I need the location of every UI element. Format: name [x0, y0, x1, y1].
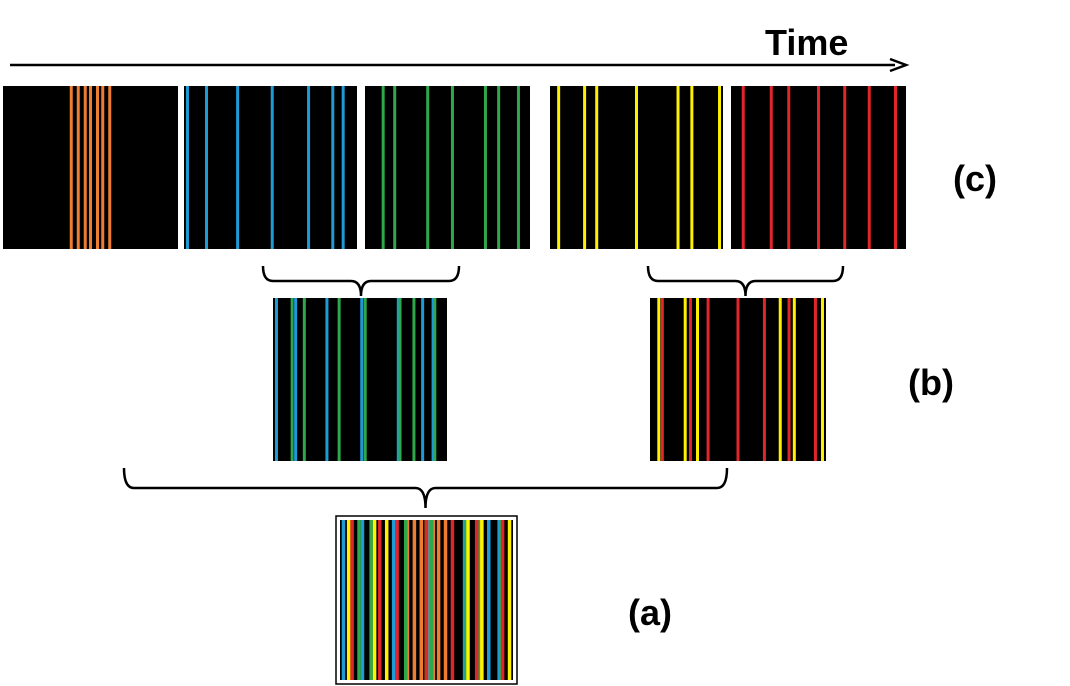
event-line-red: [762, 298, 766, 461]
event-line-red: [378, 520, 382, 680]
event-line-yellow: [583, 86, 587, 249]
panel-c-green: [365, 86, 530, 249]
event-line-orange: [412, 520, 417, 680]
event-line-red: [424, 520, 429, 680]
event-line-blue: [236, 86, 240, 249]
event-line-yellow: [657, 298, 661, 461]
panel-c-blue: [184, 86, 357, 249]
event-line-blue: [307, 86, 311, 249]
event-line-orange: [69, 86, 73, 249]
event-line-green: [398, 298, 402, 461]
event-line-red: [843, 86, 847, 249]
event-line-green: [483, 86, 487, 249]
event-line-blue: [360, 520, 365, 680]
event-line-blue: [421, 298, 425, 461]
event-line-green: [516, 86, 520, 249]
event-line-green: [426, 86, 430, 249]
event-line-red: [500, 520, 505, 680]
event-line-yellow: [792, 298, 796, 461]
event-line-red: [769, 86, 773, 249]
event-line-blue: [270, 86, 274, 249]
event-line-orange: [101, 86, 105, 249]
event-line-blue: [274, 298, 278, 461]
brace-blue-green: [261, 265, 461, 297]
event-line-yellow: [690, 86, 694, 249]
event-line-blue: [341, 520, 346, 680]
event-line-green: [357, 520, 361, 680]
event-line-yellow: [557, 86, 561, 249]
event-line-orange: [83, 86, 87, 249]
event-line-blue: [391, 520, 396, 680]
event-line-orange: [419, 520, 424, 680]
event-line-red: [741, 86, 745, 249]
event-line-yellow: [683, 298, 687, 461]
event-line-yellow: [480, 520, 484, 680]
event-line-yellow: [346, 520, 351, 680]
event-line-yellow: [466, 520, 470, 680]
event-line-blue: [341, 86, 345, 249]
event-line-blue: [204, 86, 208, 249]
event-line-yellow: [595, 86, 599, 249]
event-line-red: [817, 86, 820, 249]
label-b: (b): [908, 362, 954, 403]
event-line-yellow: [778, 298, 782, 461]
event-line-red: [395, 520, 399, 680]
event-line-blue: [396, 298, 400, 461]
event-line-red: [736, 298, 740, 461]
event-line-green: [363, 298, 367, 461]
event-line-blue: [487, 520, 491, 680]
event-line-yellow: [820, 298, 824, 461]
event-line-red: [787, 298, 791, 461]
event-line-red: [660, 298, 664, 461]
time-arrow-head: [889, 57, 910, 73]
event-line-yellow: [507, 520, 512, 680]
event-line-orange: [76, 86, 80, 249]
brace-yellow-red: [646, 265, 845, 297]
event-line-red: [450, 520, 455, 680]
event-line-yellow: [676, 86, 680, 249]
time-label: Time: [765, 22, 849, 63]
panel-b-1: [273, 298, 447, 461]
event-line-orange: [108, 86, 112, 249]
event-line-green: [290, 298, 294, 461]
event-line-yellow: [372, 520, 377, 680]
event-line-orange: [96, 86, 99, 249]
event-line-red: [787, 86, 791, 249]
label-a: (a): [628, 592, 672, 633]
event-line-blue: [360, 298, 364, 461]
event-line-green: [433, 298, 437, 461]
event-line-green: [337, 298, 341, 461]
event-line-red: [894, 86, 897, 249]
event-line-red: [474, 520, 479, 680]
event-line-green: [497, 86, 501, 249]
event-line-green: [403, 520, 408, 680]
event-line-green: [302, 298, 306, 461]
event-line-green: [381, 86, 385, 249]
event-line-yellow: [635, 86, 638, 249]
event-line-red: [350, 520, 354, 680]
event-line-red: [688, 298, 692, 461]
event-line-orange: [89, 86, 92, 249]
event-line-green: [412, 298, 416, 461]
event-line-red: [813, 298, 817, 461]
event-line-red: [867, 86, 871, 249]
event-line-yellow: [384, 520, 389, 680]
event-line-green: [393, 86, 397, 249]
event-line-orange: [436, 520, 441, 680]
label-c: (c): [953, 158, 997, 199]
event-line-blue: [185, 86, 189, 249]
event-line-blue: [325, 298, 329, 461]
event-line-red: [706, 298, 710, 461]
event-line-blue: [431, 298, 435, 461]
event-line-yellow: [696, 298, 700, 461]
event-line-orange: [443, 520, 448, 680]
event-line-blue: [294, 298, 298, 461]
event-line-yellow: [718, 86, 722, 249]
event-line-green: [429, 520, 434, 680]
event-line-blue: [331, 86, 335, 249]
event-line-green: [450, 86, 454, 249]
brace-all: [122, 467, 729, 509]
event-line-green: [369, 520, 373, 680]
